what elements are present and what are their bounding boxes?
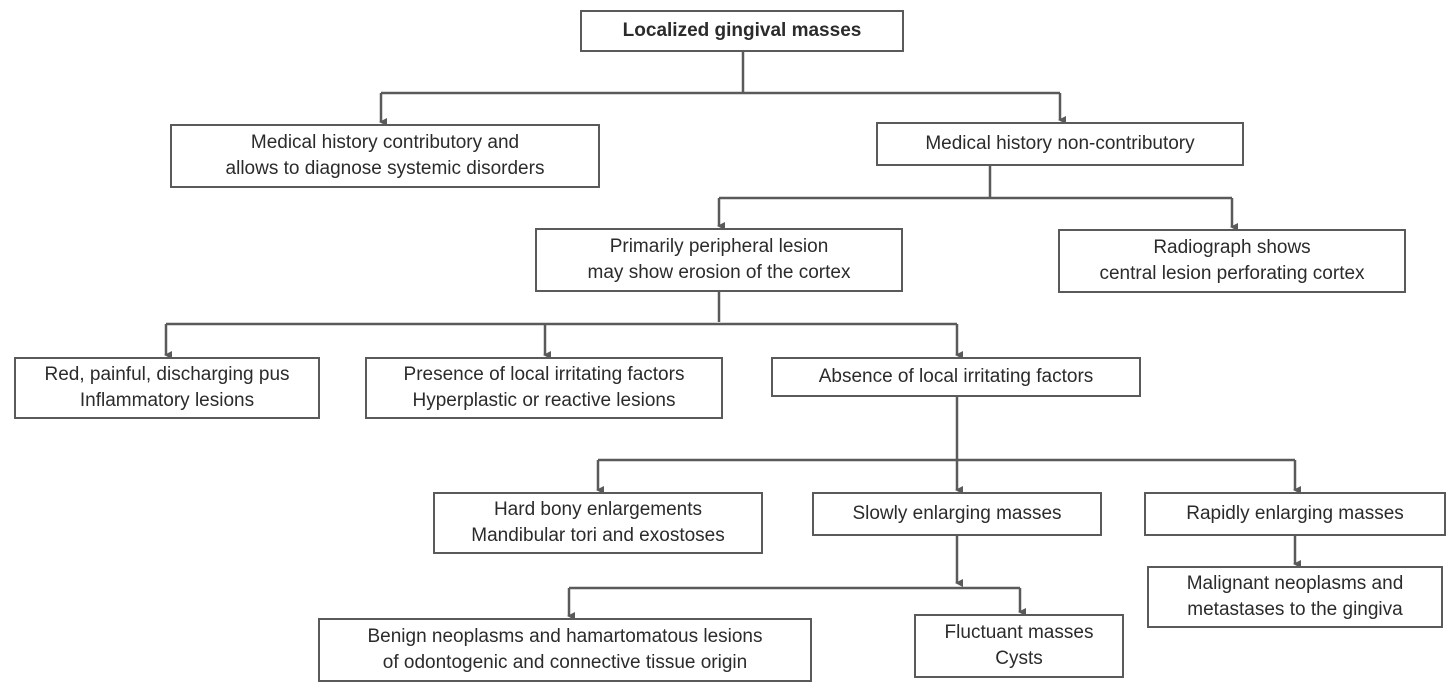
node-benign-line-1: Benign neoplasms and hamartomatous lesio… xyxy=(367,626,763,647)
node-hard-bony: Hard bony enlargements Mandibular tori a… xyxy=(433,492,763,554)
node-peripheral-lesion: Primarily peripheral lesion may show ero… xyxy=(535,228,903,292)
node-malignant-line-1: Malignant neoplasms and xyxy=(1186,573,1404,594)
node-peripheral-lesion-line-1: Primarily peripheral lesion xyxy=(609,236,829,257)
node-rapidly-enlarging-line-1: Rapidly enlarging masses xyxy=(1186,503,1404,524)
node-medical-noncontributory-line-1: Medical history non-contributory xyxy=(925,133,1195,154)
node-root: Localized gingival masses xyxy=(580,10,904,52)
node-peripheral-lesion-line-2: may show erosion of the cortex xyxy=(587,262,851,283)
node-malignant-line-2: metastases to the gingiva xyxy=(1187,599,1403,620)
node-radiograph-central: Radiograph shows central lesion perforat… xyxy=(1058,229,1406,293)
node-fluctuant: Fluctuant masses Cysts xyxy=(914,614,1124,678)
node-medical-contributory: Medical history contributory and allows … xyxy=(170,124,600,188)
node-slowly-enlarging-line-1: Slowly enlarging masses xyxy=(852,503,1062,524)
node-irritants-absent-line-1: Absence of local irritating factors xyxy=(818,366,1094,387)
node-rapidly-enlarging: Rapidly enlarging masses xyxy=(1144,492,1446,536)
node-fluctuant-line-2: Cysts xyxy=(995,648,1043,669)
node-hard-bony-line-1: Hard bony enlargements xyxy=(493,499,703,520)
node-malignant: Malignant neoplasms and metastases to th… xyxy=(1147,566,1443,628)
node-medical-contributory-line-1: Medical history contributory and xyxy=(250,132,520,153)
node-radiograph-central-line-1: Radiograph shows xyxy=(1153,237,1311,258)
node-root-line-1: Localized gingival masses xyxy=(622,20,862,41)
node-irritants-present: Presence of local irritating factors Hyp… xyxy=(365,357,723,419)
node-radiograph-central-line-2: central lesion perforating cortex xyxy=(1099,263,1365,284)
node-slowly-enlarging: Slowly enlarging masses xyxy=(812,492,1102,536)
node-irritants-absent: Absence of local irritating factors xyxy=(771,357,1141,397)
node-hard-bony-line-2: Mandibular tori and exostoses xyxy=(471,525,725,546)
node-inflammatory-line-1: Red, painful, discharging pus xyxy=(44,364,290,385)
node-irritants-present-line-1: Presence of local irritating factors xyxy=(403,364,685,385)
node-irritants-present-line-2: Hyperplastic or reactive lesions xyxy=(412,390,676,411)
node-medical-noncontributory: Medical history non-contributory xyxy=(876,122,1244,166)
node-benign: Benign neoplasms and hamartomatous lesio… xyxy=(318,618,812,682)
node-benign-line-2: of odontogenic and connective tissue ori… xyxy=(382,652,748,673)
node-inflammatory: Red, painful, discharging pus Inflammato… xyxy=(14,357,320,419)
node-inflammatory-line-2: Inflammatory lesions xyxy=(79,390,255,411)
node-medical-contributory-line-2: allows to diagnose systemic disorders xyxy=(225,158,545,179)
node-fluctuant-line-1: Fluctuant masses xyxy=(944,622,1094,643)
